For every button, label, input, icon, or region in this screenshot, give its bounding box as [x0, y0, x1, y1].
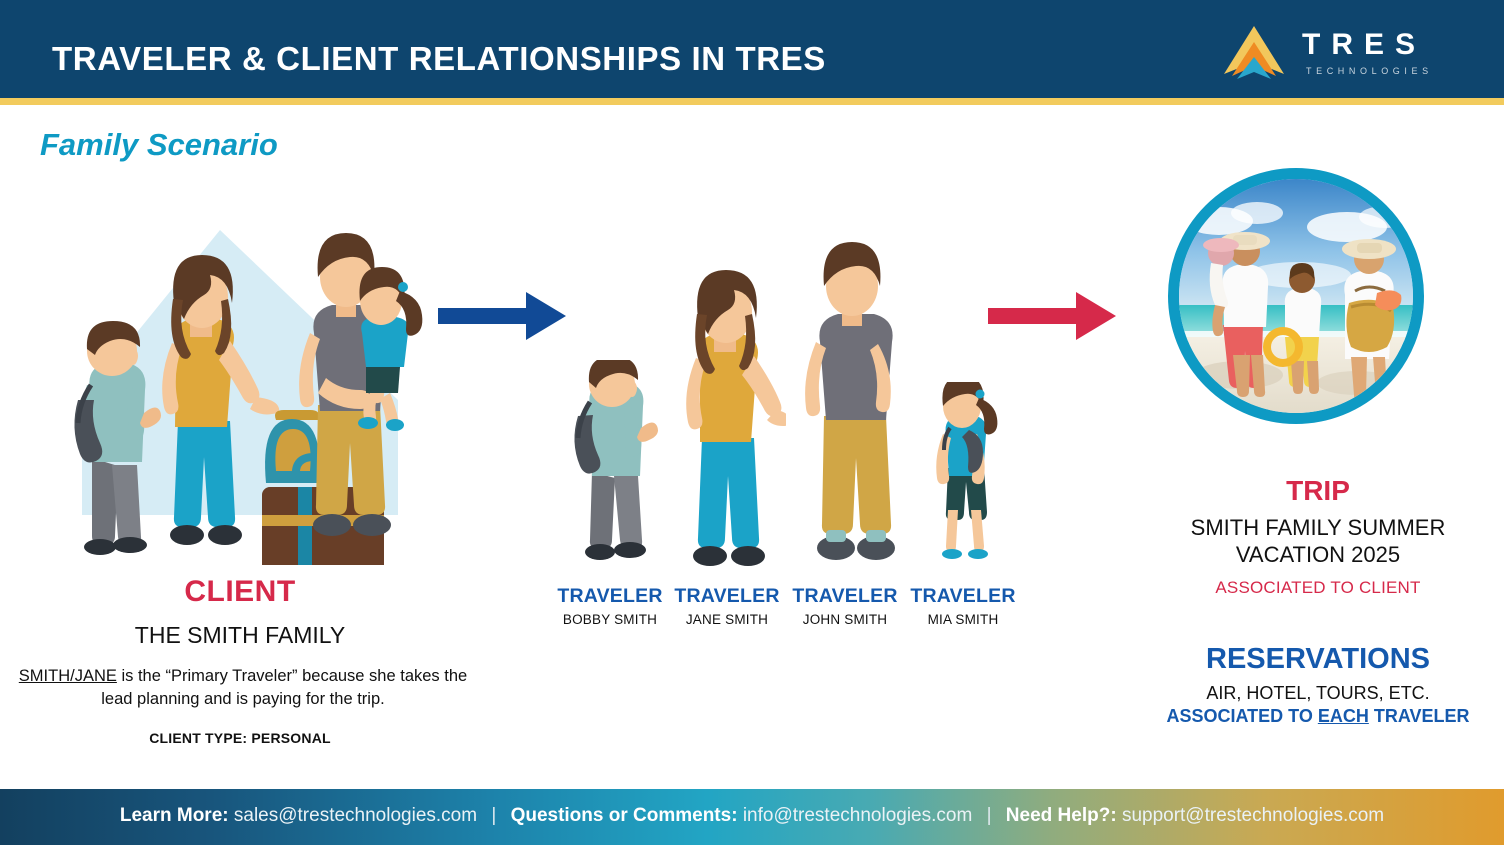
traveler-role-label: TRAVELER	[674, 585, 780, 607]
trip-title: TRIP	[1286, 475, 1350, 506]
scenario-title: Family Scenario	[40, 127, 278, 162]
reservations-association: ASSOCIATED TO EACH TRAVELER	[1108, 706, 1504, 727]
tres-logo-mark-icon	[1224, 26, 1284, 79]
trip-name: SMITH FAMILY SUMMER VACATION 2025	[1118, 515, 1504, 569]
traveler-boy-illustration	[574, 360, 658, 560]
reservations-subtitle: AIR, HOTEL, TOURS, ETC.	[1206, 683, 1430, 703]
footer-questions-email[interactable]: info@trestechnologies.com	[742, 805, 973, 826]
logo-wordmark: TRES	[1302, 28, 1427, 61]
trip-name-line2: VACATION 2025	[1235, 541, 1401, 567]
traveler-woman-illustration	[686, 270, 786, 566]
client-note-rest: is the “Primary Traveler” because she ta…	[101, 667, 468, 708]
traveler-label-mia: TRAVELER MIA SMITH	[903, 585, 1023, 627]
footer-questions-label: Questions or Comments:	[510, 805, 738, 826]
traveler-role-label: TRAVELER	[557, 585, 663, 607]
footer-separator-2: |	[986, 805, 992, 826]
client-note-emphasis: SMITH/JANE	[18, 667, 117, 685]
page-footer	[0, 789, 1504, 845]
mother-figure	[162, 255, 280, 545]
client-role-label: CLIENT	[184, 575, 296, 608]
traveler-label-jane: TRAVELER JANE SMITH	[667, 585, 787, 627]
reservations-title: RESERVATIONS	[1206, 643, 1430, 675]
toddler-girl-figure	[358, 267, 423, 431]
footer-help-label: Need Help?:	[1005, 805, 1117, 826]
header-accent-rule	[0, 98, 1504, 105]
traveler-to-trip-arrow-icon	[988, 292, 1116, 340]
traveler-person-name: MIA SMITH	[927, 612, 999, 627]
footer-learn-more-email[interactable]: sales@trestechnologies.com	[233, 805, 478, 826]
client-note: SMITH/JANE is the “Primary Traveler” bec…	[18, 665, 468, 711]
traveler-role-label: TRAVELER	[792, 585, 898, 607]
traveler-role-label: TRAVELER	[910, 585, 1016, 607]
footer-contact-line: Learn More: sales@trestechnologies.com |…	[0, 805, 1504, 827]
traveler-person-name: BOBBY SMITH	[562, 612, 658, 627]
traveler-label-john: TRAVELER JOHN SMITH	[785, 585, 905, 627]
footer-learn-more-label: Learn More:	[119, 805, 229, 826]
traveler-man-illustration	[805, 242, 895, 560]
reservations-assoc-after: TRAVELER	[1368, 706, 1470, 726]
reservations-assoc-before: ASSOCIATED TO	[1166, 706, 1318, 726]
trip-photo	[1168, 168, 1424, 424]
reservations-assoc-emphasis: EACH	[1317, 706, 1369, 726]
footer-separator-1: |	[491, 805, 497, 826]
beach-family-photo-illustration	[1179, 179, 1413, 413]
trip-association: ASSOCIATED TO CLIENT	[1215, 578, 1421, 597]
boy-figure	[74, 321, 161, 555]
traveler-person-name: JOHN SMITH	[802, 612, 888, 627]
traveler-girl-illustration	[936, 382, 998, 559]
client-to-traveler-arrow-icon	[438, 292, 566, 340]
client-type-label: CLIENT TYPE: PERSONAL	[149, 730, 331, 746]
traveler-label-bobby: TRAVELER BOBBY SMITH	[548, 585, 672, 627]
client-name: THE SMITH FAMILY	[134, 622, 346, 648]
tres-logo: TRES TECHNOLOGIES	[1218, 24, 1450, 82]
traveler-person-name: JANE SMITH	[685, 612, 769, 627]
page-title: TRAVELER & CLIENT RELATIONSHIPS IN TRES	[52, 40, 826, 77]
logo-subtext: TECHNOLOGIES	[1306, 66, 1433, 76]
footer-help-email[interactable]: support@trestechnologies.com	[1121, 805, 1385, 826]
trip-name-line1: SMITH FAMILY SUMMER	[1190, 515, 1446, 540]
family-group-illustration	[74, 230, 423, 565]
